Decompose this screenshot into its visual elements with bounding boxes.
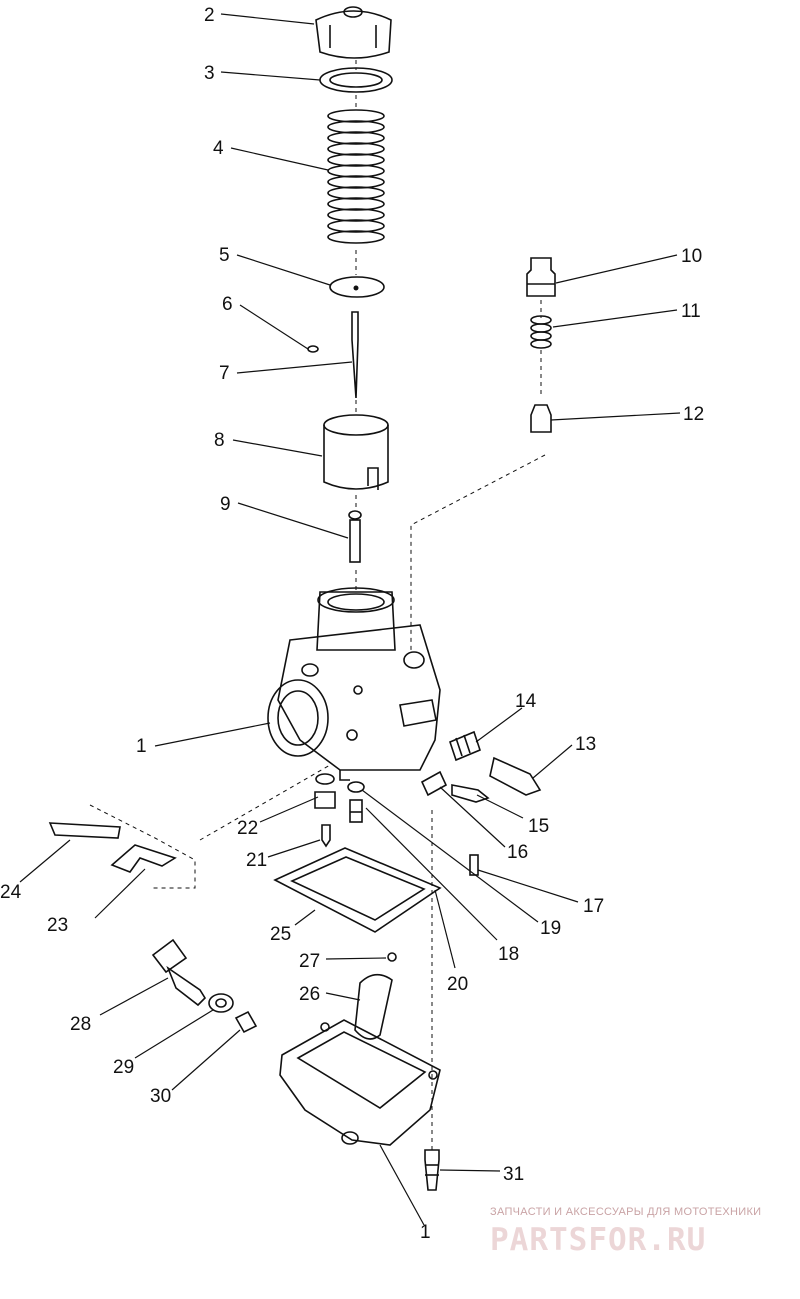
callout-6: 6 <box>222 294 233 315</box>
drain-screw <box>234 1010 258 1034</box>
throttle-valve <box>323 414 389 490</box>
callout-5: 5 <box>219 245 230 266</box>
pilot-air-screw-spring <box>420 770 448 797</box>
pilot-screw-cap <box>526 257 556 297</box>
float-bowl-gasket <box>273 847 442 933</box>
hose-fitting <box>469 854 479 876</box>
float-arm-bracket <box>48 822 177 873</box>
callout-11: 11 <box>681 301 701 322</box>
callout-15: 15 <box>528 816 549 837</box>
callout-20: 20 <box>447 974 468 995</box>
callout-8: 8 <box>214 430 225 451</box>
float-needle <box>321 824 331 848</box>
e-clip <box>307 345 319 353</box>
callout-16: 16 <box>507 842 528 863</box>
callout-23: 23 <box>47 915 68 936</box>
throttle-stop-screw <box>489 756 542 796</box>
drain-bolt <box>151 938 207 1007</box>
watermark-logo: PARTSFOR.RU <box>490 1222 707 1258</box>
assembly-axes <box>89 60 546 1150</box>
callout-10: 10 <box>681 246 702 267</box>
callout-13: 13 <box>575 734 596 755</box>
carburetor-body <box>267 587 441 781</box>
watermark-caption: ЗАПЧАСТИ И АКСЕССУАРЫ ДЛЯ МОТОТЕХНИКИ <box>490 1206 762 1218</box>
small-spring <box>530 315 552 349</box>
callout-1: 1 <box>136 736 147 757</box>
callout-9: 9 <box>220 494 231 515</box>
drain-washer <box>208 993 234 1013</box>
callout-28: 28 <box>70 1014 91 1035</box>
callout-numbers: 1 1 2 3 4 5 6 7 8 9 10 11 12 13 14 15 16… <box>0 5 704 1243</box>
callout-14: 14 <box>515 691 537 712</box>
cap <box>315 6 392 59</box>
callout-30: 30 <box>150 1086 171 1107</box>
callout-27: 27 <box>299 951 320 972</box>
callout-22: 22 <box>237 818 258 839</box>
callout-3: 3 <box>204 63 215 84</box>
steel-ball <box>387 952 397 962</box>
pilot-air-screw <box>451 784 490 803</box>
starter-plunger <box>530 404 552 433</box>
slow-jet-washer <box>315 773 335 785</box>
jet-needle <box>351 311 359 399</box>
leader-lines <box>19 13 681 1226</box>
callout-17: 17 <box>583 896 604 917</box>
float <box>354 973 393 1040</box>
float-bowl <box>279 1019 441 1146</box>
callout-25: 25 <box>270 924 291 945</box>
callout-31: 31 <box>503 1164 524 1185</box>
needle-valve-seat <box>314 791 336 809</box>
callout-24: 24 <box>0 882 22 903</box>
callout-18: 18 <box>498 944 519 965</box>
needle-retainer-plate <box>329 276 385 298</box>
main-jet-o-ring <box>347 781 365 793</box>
needle-jet <box>348 510 362 563</box>
callout-4: 4 <box>213 138 224 159</box>
callout-21: 21 <box>246 850 267 871</box>
callout-19: 19 <box>540 918 561 939</box>
callout-1: 1 <box>420 1222 431 1243</box>
callout-26: 26 <box>299 984 320 1005</box>
callout-12: 12 <box>683 404 704 425</box>
throttle-spring <box>327 109 385 244</box>
idle-screw-spring <box>449 730 481 762</box>
callout-7: 7 <box>219 363 230 384</box>
gasket-ring <box>319 67 393 93</box>
callout-29: 29 <box>113 1057 134 1078</box>
callout-2: 2 <box>204 5 215 26</box>
float-bowl-screw <box>424 1149 440 1191</box>
main-jet <box>349 799 363 823</box>
